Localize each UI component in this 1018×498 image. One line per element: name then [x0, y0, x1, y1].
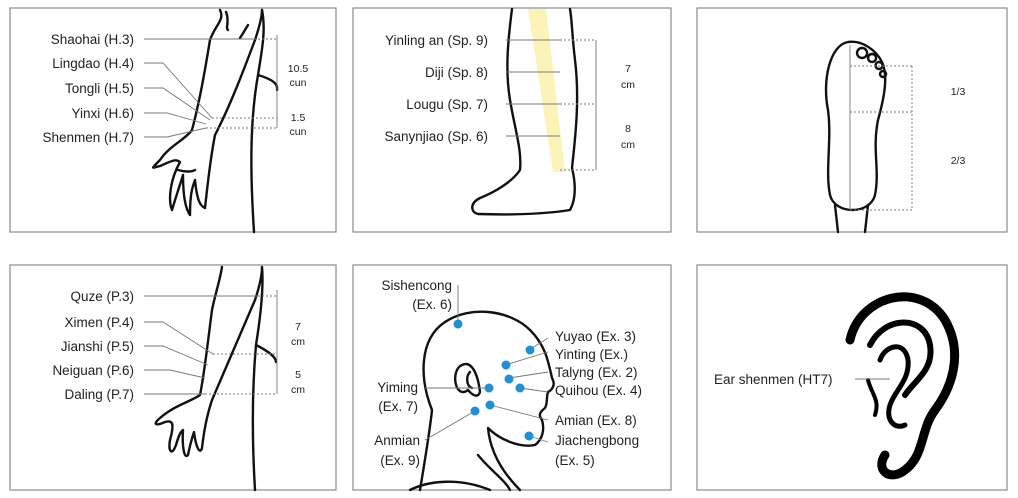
acupoint-quihou	[515, 383, 525, 393]
head-illustration	[408, 310, 555, 492]
arm-illustration	[152, 8, 279, 234]
panel-ear: Ear shenmen (HT7)	[696, 264, 1008, 491]
acupoints	[453, 319, 535, 441]
acupoint-yinting	[501, 360, 511, 370]
arm-illustration	[154, 265, 278, 492]
point-label: Neiguan (P.6)	[52, 363, 134, 378]
leader-lines	[506, 39, 597, 171]
point-label: Amian (Ex. 8)	[555, 413, 637, 428]
measure-value: 5	[295, 369, 301, 381]
acupoint-jiachengbong	[524, 431, 534, 441]
foot-illustration	[824, 40, 888, 234]
point-label: Daling (P.7)	[64, 387, 134, 402]
measure-value: 7	[625, 63, 631, 75]
point-label: Quze (P.3)	[70, 289, 134, 304]
measure-unit: cm	[291, 384, 305, 396]
point-label: Jiachengbong	[555, 433, 639, 448]
measure-value: 1.5	[291, 112, 306, 124]
panel-head: Sishencong (Ex. 6) Yiming (Ex. 7) Anmian…	[352, 264, 672, 492]
panel-foot: 1/3 2/3	[696, 7, 1008, 234]
ear-illustration	[845, 292, 960, 480]
point-label: Tongli (H.5)	[65, 81, 134, 96]
panel-spleen-leg: Yinling an (Sp. 9) Diji (Sp. 8) Lougu (S…	[352, 7, 672, 233]
leader-lines	[144, 290, 278, 395]
point-label: Ear shenmen (HT7)	[714, 372, 833, 387]
measure-unit: cun	[290, 126, 307, 138]
acupoint-anmian	[470, 406, 480, 416]
point-label: Talyng (Ex. 2)	[555, 365, 638, 380]
panel-frame	[696, 7, 1008, 233]
point-label: Jianshi (P.5)	[61, 339, 134, 354]
acupoint-yiming	[484, 383, 494, 393]
leader-lines	[144, 35, 278, 138]
point-label: Yinling an (Sp. 9)	[385, 33, 488, 48]
leg-illustration	[471, 7, 579, 216]
panel-pericardium-arm: Quze (P.3) Ximen (P.4) Jianshi (P.5) Nei…	[9, 264, 337, 492]
point-label: Ximen (P.4)	[64, 315, 134, 330]
measure-unit: cun	[290, 77, 307, 89]
measure-value: 1/3	[951, 86, 966, 98]
point-label: Yiming	[377, 380, 418, 395]
leader-lines	[424, 285, 549, 443]
point-code: (Ex. 6)	[412, 297, 452, 312]
point-label: Lougu (Sp. 7)	[406, 97, 488, 112]
point-code: (Ex. 5)	[555, 453, 595, 468]
point-label: Yuyao (Ex. 3)	[555, 329, 636, 344]
point-label: Shaohai (H.3)	[51, 32, 134, 47]
acupoint-talyng	[504, 374, 514, 384]
panel-frame	[9, 264, 337, 491]
measure-unit: cm	[621, 139, 635, 151]
point-label: Anmian	[374, 433, 420, 448]
meridian-channel	[528, 9, 565, 172]
measure-unit: cm	[291, 336, 305, 348]
point-label: Diji (Sp. 8)	[425, 65, 488, 80]
point-code: (Ex. 9)	[380, 453, 420, 468]
point-label: Yinxi (H.6)	[71, 106, 134, 121]
point-label: Yinting (Ex.)	[555, 347, 628, 362]
acupoint-yuyao	[525, 345, 535, 355]
point-label: Sishencong	[381, 278, 452, 293]
panel-heart-arm: Shaohai (H.3) Lingdao (H.4) Tongli (H.5)…	[9, 7, 337, 234]
point-label: Quihou (Ex. 4)	[555, 383, 642, 398]
acupoint-sishencong	[453, 319, 463, 329]
measure-value: 8	[625, 123, 631, 135]
measure-value: 7	[295, 321, 301, 333]
measure-value: 2/3	[951, 155, 966, 167]
point-label: Shenmen (H.7)	[42, 130, 134, 145]
measure-value: 10.5	[288, 63, 309, 75]
acupoint-amian	[485, 400, 495, 410]
measure-unit: cm	[621, 79, 635, 91]
panel-frame	[9, 7, 337, 233]
point-label: Sanynjiao (Sp. 6)	[384, 129, 488, 144]
panel-frame	[352, 7, 672, 233]
point-code: (Ex. 7)	[378, 399, 418, 414]
point-label: Lingdao (H.4)	[52, 56, 134, 71]
